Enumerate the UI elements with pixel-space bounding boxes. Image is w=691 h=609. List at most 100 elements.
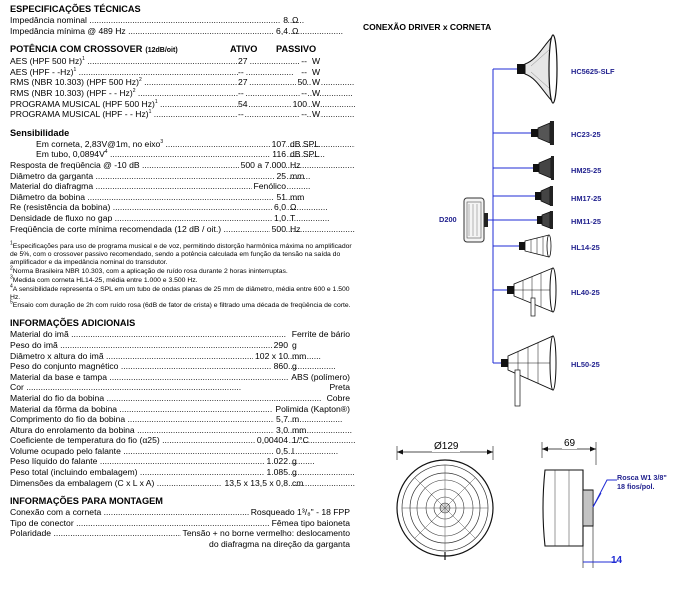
horn-label-hm17-25: HM17-25 (571, 194, 602, 203)
spec-row: Peso do conjunto magnético .............… (10, 361, 355, 372)
polarity-line2: do diafragma na direção da garganta (209, 539, 350, 550)
horn-label-hl40-25: HL40-25 (571, 288, 600, 297)
power-row: RMS (NBR 10.303) (HPF - - Hz)2 .........… (10, 87, 355, 99)
spec-label: RMS (NBR 10.303) (HPF 500 Hz)2 .........… (10, 77, 355, 88)
spec-unit: g (292, 456, 297, 467)
spec-label: Cor ....................................… (10, 382, 242, 393)
spec-label: AES (HPF - -Hz)1 .......................… (10, 66, 294, 77)
spec-label: Densidade de fluxo no gap ..............… (10, 212, 330, 223)
power-passive: -- (300, 66, 307, 78)
spec-value: 860 (271, 361, 288, 372)
spec-value: ABS (polímero) (289, 371, 350, 383)
horn-hm17-25-drawing (535, 186, 553, 206)
spec-unit: W (312, 77, 321, 88)
power-active: 54 (238, 98, 249, 110)
footnote-ref: 1 (154, 98, 158, 105)
thread-spec-line2: 18 fios/pol. (617, 482, 655, 491)
spec-row: Em corneta, 2,83V@1m, no eixo3 .........… (10, 138, 355, 150)
power-active: 27 (238, 77, 249, 88)
spec-row: Diâmetro x altura do imã ...............… (10, 350, 355, 362)
spec-value: Fenólico (251, 181, 286, 192)
footnote: 1Especificações para uso de programa mus… (10, 240, 352, 266)
spec-value: Ferrite de bário (289, 329, 350, 340)
spec-value: Tensão + no borne vermelho: deslocamento (180, 528, 350, 540)
spec-label: Material da fôrma da bobina ............… (10, 403, 335, 414)
footnote-ref: 1 (148, 109, 152, 116)
front-view-drawing (396, 446, 494, 560)
spec-unit: mm (290, 191, 305, 202)
spec-label: Peso líquido do falante ................… (10, 456, 315, 467)
spec-value: 0,00404 (254, 435, 288, 446)
spec-value: 116 (270, 149, 286, 160)
spec-value: Rosqueado 1³/₈" - 18 FPP (248, 507, 350, 518)
spec-unit: 1/°C (292, 435, 309, 446)
spec-label: Volume ocupado pelo falante ............… (10, 445, 339, 456)
spec-unit: mm (292, 424, 307, 435)
horn-hm25-25-drawing (533, 156, 554, 180)
footnote-ref: 3 (160, 138, 164, 145)
column-active: ATIVO (230, 44, 258, 55)
spec-row: Volume ocupado pelo falante ............… (10, 445, 355, 457)
power-active: -- (238, 109, 245, 120)
spec-unit: mm (290, 170, 305, 181)
spec-row: Material do diafragma ..................… (10, 181, 355, 192)
section-mount-title: INFORMAÇÕES PARA MONTAGEM (10, 496, 163, 507)
spec-value: Cobre (324, 392, 350, 404)
spec-label: Altura do enrolamento da bobina ........… (10, 424, 352, 435)
depth-dimension: 69 (562, 438, 578, 449)
spec-row: Material do imã ........................… (10, 329, 355, 340)
footnote-number: 2 (10, 265, 13, 272)
footnote-ref: 2 (132, 88, 136, 95)
spec-label: Comprimento do fio da bobina ...........… (10, 414, 343, 425)
spec-label: Material da base e tampa ...............… (10, 371, 325, 382)
spec-value: 500 a 7.000 (238, 159, 286, 171)
spec-label: RMS (NBR 10.303) (HPF - - Hz)2 .........… (10, 87, 353, 98)
horn-label-hm25-25: HM25-25 (571, 166, 602, 175)
power-active: 27 (238, 56, 249, 67)
spec-row: Em tubo, 0,0894V4 ......................… (10, 149, 355, 160)
spec-value: Fêmea tipo baioneta (269, 517, 350, 529)
spec-unit: dB SPL (290, 149, 320, 160)
horn-label-hl50-25: HL50-25 (571, 360, 600, 369)
spec-row: Resposta de freqüência @ -10 dB ........… (10, 159, 355, 171)
spec-value: 0,5 (274, 445, 288, 457)
spec-row: Diâmetro da garganta ...................… (10, 170, 355, 182)
spec-row: Polaridade .............................… (10, 528, 355, 540)
spec-label: Diâmetro x altura do imã ...............… (10, 350, 321, 361)
power-row: RMS (NBR 10.303) (HPF 500 Hz)2 .........… (10, 77, 355, 88)
footnote: 4A sensibilidade representa o SPL em um … (10, 283, 350, 301)
power-row: AES (HPF 500 Hz)1 ......................… (10, 56, 355, 67)
spec-value: 13,5 x 13,5 x 0,8 (222, 477, 288, 489)
spec-value: 8 (281, 15, 288, 26)
spec-unit: W (312, 98, 321, 110)
section-sens-title: Sensibilidade (10, 127, 70, 138)
footnote: 3Medida com corneta HL14-25, média entre… (10, 274, 198, 284)
spec-row: Material da base e tampa ...............… (10, 371, 355, 383)
spec-row: Dimensões da embalagem (C x L x A) .....… (10, 477, 355, 489)
power-active: -- (238, 66, 245, 78)
horn-label-hc23-25: HC23-25 (571, 130, 601, 139)
spec-unit: g (292, 467, 297, 478)
spec-row: Peso total (incluindo embalagem) .......… (10, 467, 355, 478)
driver-d200-drawing (463, 197, 488, 243)
power-passive: 100 (291, 98, 307, 110)
thread-spec-line1: Rosca W1 3/8" (617, 473, 667, 482)
spec-label: Em corneta, 2,83V@1m, no eixo3 .........… (36, 138, 355, 149)
diagram-column: CONEXÃO DRIVER x CORNETA D200 HC5625-SLF… (355, 0, 691, 609)
power-active: -- (238, 87, 245, 99)
spec-unit: W (312, 56, 321, 67)
spec-label: Material do diafragma ..................… (10, 181, 311, 192)
spec-unit: W (312, 66, 321, 78)
spec-unit: W (312, 87, 321, 99)
spec-value: 1,0 (272, 212, 286, 224)
spec-row: Diâmetro da bobina .....................… (10, 191, 355, 203)
footnote-ref: 4 (104, 149, 108, 156)
spec-unit: Ω (292, 25, 299, 36)
spec-unit: mm (292, 350, 307, 361)
horn-hm11-25-drawing (537, 211, 553, 229)
spec-unit: l (292, 445, 294, 456)
footnote-number: 4 (10, 283, 13, 290)
spec-unit: T (290, 212, 296, 223)
power-passive: -- (300, 109, 307, 120)
